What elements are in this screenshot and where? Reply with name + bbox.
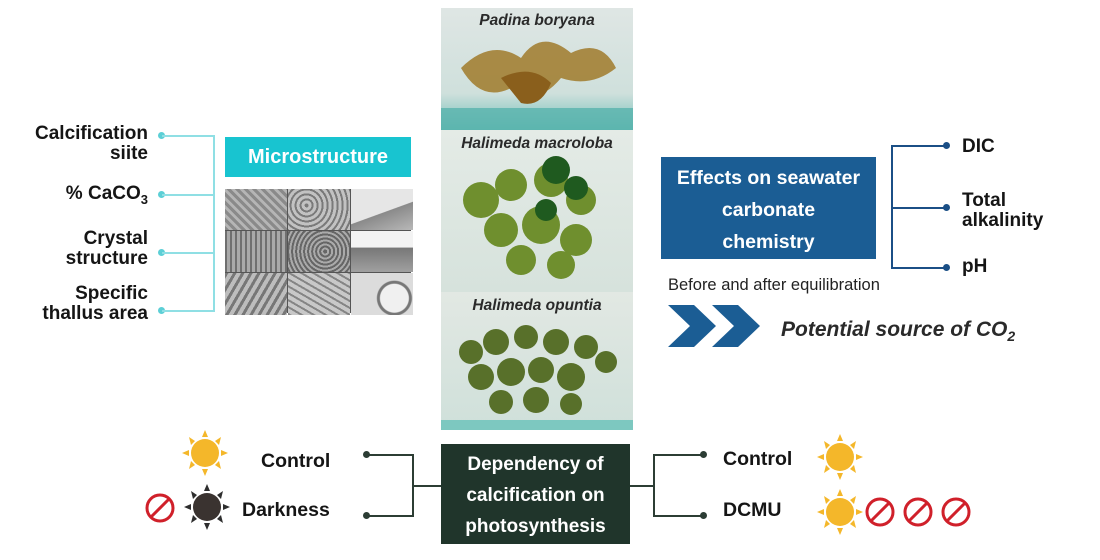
chevron-arrow-icon [668,305,760,347]
before-after-note: Before and after equilibration [668,276,880,294]
label-control-left: Control [261,450,331,472]
dark-sun-icon [184,484,230,530]
effects-carbonate-box: Effects on seawater carbonate chemistry [661,157,876,259]
sun-icon [182,430,228,476]
sun-icon [817,489,863,535]
sem-micrograph-image [225,189,413,315]
param-ph: pH [962,256,988,277]
label-dcmu: DCMU [723,499,782,521]
algae-illustration [441,41,633,130]
algae-illustration [441,325,633,430]
padina-boryana-photo: Padina boryana [441,8,633,130]
dependency-box: Dependency of calcification on photosynt… [441,444,630,544]
algae-illustration [463,156,596,279]
param-total-alkalinity: Total alkalinity [962,190,1044,231]
species-label-opuntia: Halimeda opuntia [472,297,602,314]
prohibited-icon [145,493,175,523]
species-label-macroloba: Halimeda macroloba [461,135,613,152]
param-dic: DIC [962,136,995,157]
label-thallus-area: Specific thallus area [42,283,148,324]
halimeda-macroloba-photo: Halimeda macroloba [441,130,633,292]
potential-source-text: Potential source of CO2 [781,318,1016,345]
label-crystal-structure: Crystal structure [65,228,148,269]
microstructure-box: Microstructure [225,137,411,177]
prohibited-icon [903,497,933,527]
species-label-padina: Padina boryana [479,12,595,29]
halimeda-opuntia-photo: Halimeda opuntia [441,292,633,430]
label-caco3: % CaCO3 [65,183,148,207]
label-calcification-site: Calcification siite [35,123,148,164]
label-control-right: Control [723,448,793,470]
sun-icon [817,434,863,480]
prohibited-icon [941,497,971,527]
prohibited-icon [865,497,895,527]
label-darkness: Darkness [242,499,330,521]
